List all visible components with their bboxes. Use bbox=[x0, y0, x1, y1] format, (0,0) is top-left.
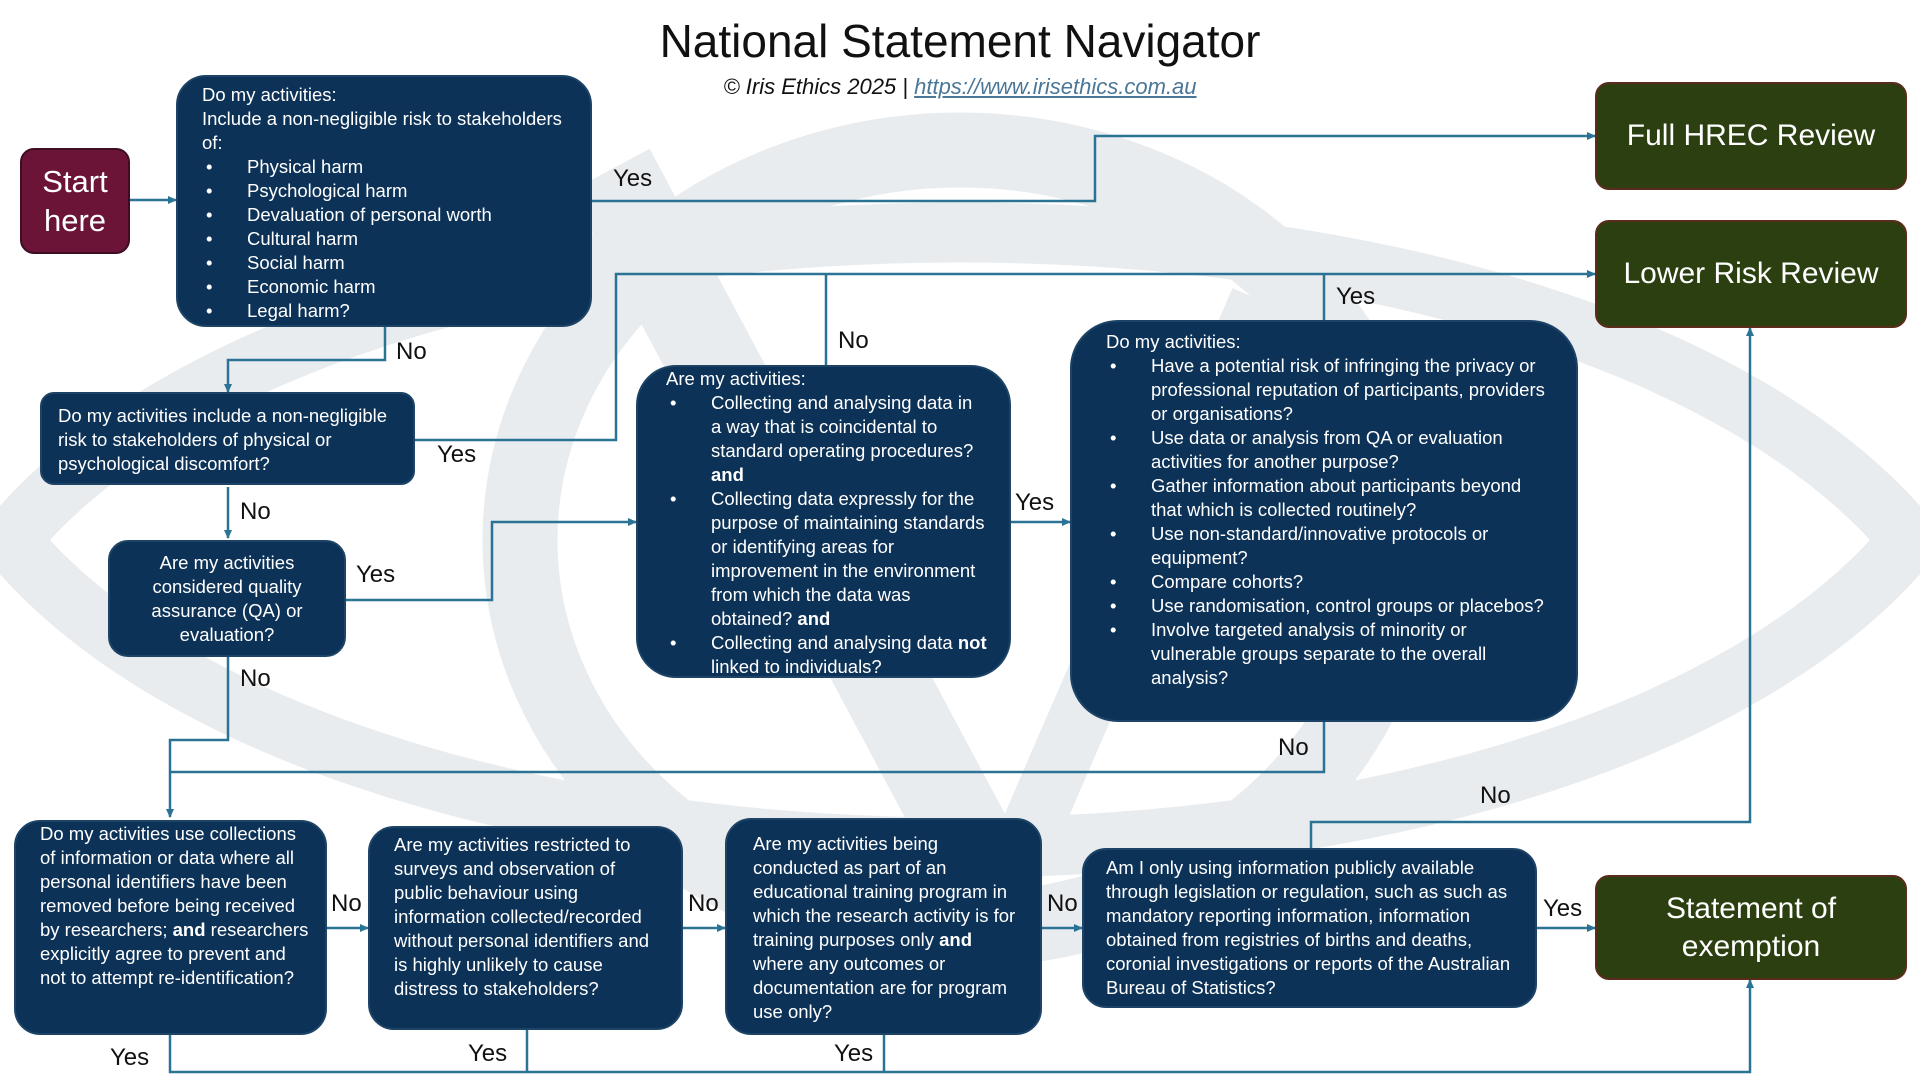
q4-item-1: Collecting and analysing data in a way t… bbox=[666, 391, 987, 487]
q5-item: Use data or analysis from QA or evaluati… bbox=[1106, 426, 1554, 474]
q1-item: Legal harm? bbox=[202, 299, 566, 323]
q1-item: Physical harm bbox=[202, 155, 566, 179]
q5-item: Use randomisation, control groups or pla… bbox=[1106, 594, 1554, 618]
label-no: No bbox=[688, 890, 719, 917]
label-yes: Yes bbox=[437, 441, 477, 468]
q4-item-2-text: Collecting data expressly for the purpos… bbox=[711, 488, 985, 629]
q5-list: Have a potential risk of infringing the … bbox=[1106, 354, 1554, 690]
q1-intro: Include a non-negligible risk to stakeho… bbox=[202, 108, 562, 153]
label-yes: Yes bbox=[1015, 489, 1055, 516]
q4-item-3-text-a: Collecting and analysing data bbox=[711, 632, 953, 653]
q1-item: Economic harm bbox=[202, 275, 566, 299]
start-node: Start here bbox=[20, 148, 130, 254]
q5-item: Use non-standard/innovative protocols or… bbox=[1106, 522, 1554, 570]
q4-item-1-text: Collecting and analysing data in a way t… bbox=[711, 392, 974, 461]
question-discomfort-risk: Do my activities include a non-negligibl… bbox=[40, 392, 415, 485]
q4-not: not bbox=[957, 632, 987, 653]
outcome-lower-risk-review: Lower Risk Review bbox=[1595, 220, 1907, 328]
q1-harm-list: Physical harm Psychological harm Devalua… bbox=[202, 155, 566, 323]
website-link[interactable]: https://www.irisethics.com.au bbox=[914, 74, 1197, 99]
q5-item: Gather information about participants be… bbox=[1106, 474, 1554, 522]
label-no: No bbox=[1278, 734, 1309, 761]
q8-and: and bbox=[939, 929, 973, 950]
start-line-2: here bbox=[43, 203, 107, 238]
q5-item: Have a potential risk of infringing the … bbox=[1106, 354, 1554, 426]
q6-and: and bbox=[172, 919, 206, 940]
label-yes: Yes bbox=[1543, 895, 1583, 922]
q4-and-1: and bbox=[711, 464, 744, 485]
label-no: No bbox=[838, 327, 869, 354]
label-yes: Yes bbox=[834, 1040, 874, 1067]
copyright-text: © Iris Ethics 2025 | bbox=[723, 74, 915, 99]
label-no: No bbox=[396, 338, 427, 365]
q8-text: Are my activities being conducted as par… bbox=[753, 833, 1016, 950]
question-deidentified-data: Do my activities use collections of info… bbox=[14, 820, 327, 1035]
label-no: No bbox=[240, 665, 271, 692]
question-qa-activities: Are my activities: Collecting and analys… bbox=[636, 365, 1011, 678]
label-yes: Yes bbox=[110, 1044, 150, 1071]
q4-item-3: Collecting and analysing data not linked… bbox=[666, 631, 987, 679]
q1-item: Cultural harm bbox=[202, 227, 566, 251]
q4-and-2: and bbox=[797, 608, 831, 629]
label-no: No bbox=[331, 890, 362, 917]
q1-item: Social harm bbox=[202, 251, 566, 275]
label-yes: Yes bbox=[613, 165, 653, 192]
page-title: National Statement Navigator bbox=[659, 15, 1261, 67]
label-yes: Yes bbox=[468, 1040, 508, 1067]
label-yes: Yes bbox=[356, 561, 396, 588]
q4-heading: Are my activities: bbox=[666, 368, 806, 389]
q5-item: Compare cohorts? bbox=[1106, 570, 1554, 594]
q1-item: Devaluation of personal worth bbox=[202, 203, 566, 227]
question-lower-risk-activities: Do my activities: Have a potential risk … bbox=[1070, 320, 1578, 722]
q6-text: Do my activities use collections of info… bbox=[40, 823, 297, 940]
outcome-full-hrec-review: Full HREC Review bbox=[1595, 82, 1907, 190]
question-quality-assurance: Are my activities considered quality ass… bbox=[108, 540, 346, 657]
question-educational-training: Are my activities being conducted as par… bbox=[725, 818, 1042, 1035]
q4-item-2: Collecting data expressly for the purpos… bbox=[666, 487, 987, 631]
q5-heading: Do my activities: bbox=[1106, 331, 1241, 352]
label-no: No bbox=[240, 498, 271, 525]
label-yes: Yes bbox=[1336, 283, 1376, 310]
page-subtitle: © Iris Ethics 2025 | https://www.iriseth… bbox=[0, 74, 1920, 100]
question-harm-risk: Do my activities: Include a non-negligib… bbox=[176, 75, 592, 327]
q6-text-2: researchers explicitly agree to prevent … bbox=[40, 919, 309, 988]
label-no: No bbox=[1047, 890, 1078, 917]
start-line-1: Start bbox=[42, 164, 108, 199]
q1-heading: Do my activities: bbox=[202, 84, 337, 105]
question-public-information: Am I only using information publicly ava… bbox=[1082, 848, 1537, 1008]
q4-item-3-text-b: linked to individuals? bbox=[711, 656, 882, 677]
question-public-behaviour: Are my activities restricted to surveys … bbox=[368, 826, 683, 1030]
q8-text-2: where any outcomes or documentation are … bbox=[753, 953, 1007, 1022]
outcome-statement-of-exemption: Statement of exemption bbox=[1595, 875, 1907, 980]
q1-item: Psychological harm bbox=[202, 179, 566, 203]
label-no: No bbox=[1480, 782, 1511, 809]
q4-list: Collecting and analysing data in a way t… bbox=[666, 391, 987, 679]
q5-item: Involve targeted analysis of minority or… bbox=[1106, 618, 1554, 690]
